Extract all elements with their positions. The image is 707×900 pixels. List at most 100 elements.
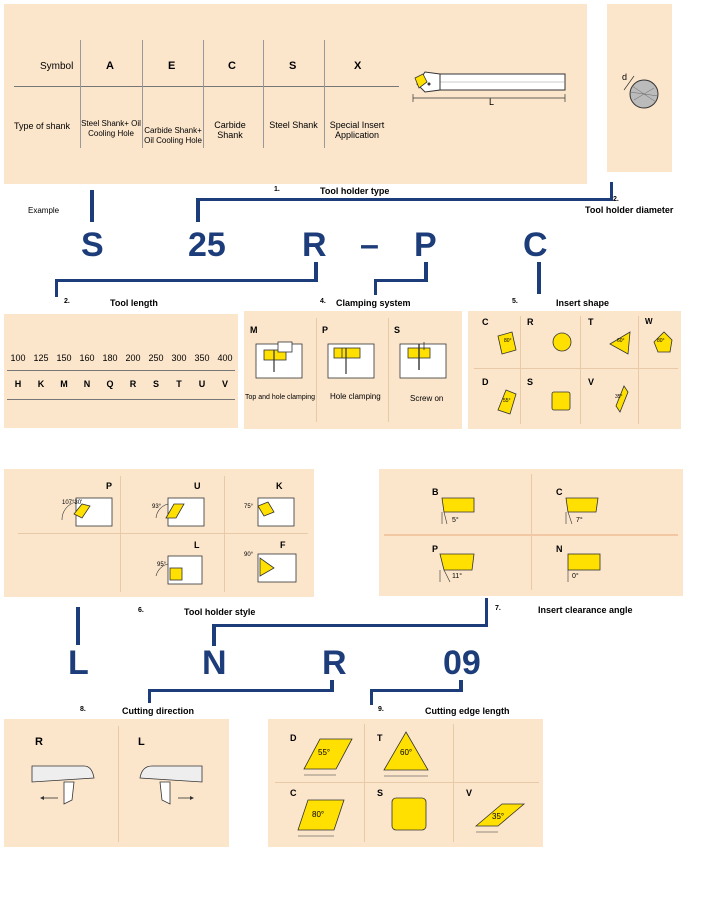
- clearance-code: C: [556, 487, 563, 497]
- code-segment-insert-shape: C: [523, 226, 548, 264]
- clearance-code: P: [432, 544, 439, 554]
- shank-table-hline: [14, 86, 399, 87]
- insert-d-shape: [497, 389, 517, 415]
- shank-col-divider: [203, 40, 204, 148]
- edge-length-code: T: [377, 733, 383, 743]
- holder-style-angle: 93°: [152, 504, 162, 510]
- edge-length-s-shape: [391, 797, 427, 831]
- connector: [424, 262, 428, 282]
- holder-style-angle: 95°: [157, 562, 167, 568]
- connector: [370, 689, 463, 692]
- clamping-code: P: [322, 325, 329, 335]
- section-title-tool-holder-style: Tool holder style: [184, 607, 256, 617]
- code-segment-direction: R: [322, 644, 347, 682]
- length-code: N: [83, 379, 91, 389]
- insert-v-shape: [615, 385, 629, 413]
- length-code: H: [14, 379, 22, 389]
- length-code: T: [176, 379, 182, 389]
- type-header: Type of shank: [14, 121, 71, 131]
- clearance-angle: 0°: [572, 573, 579, 580]
- insert-angle: 80°: [504, 338, 512, 344]
- insert-s-shape: [551, 391, 571, 411]
- connector: [610, 182, 613, 201]
- length-code: Q: [106, 379, 114, 389]
- shank-col-divider: [263, 40, 264, 148]
- shank-col-divider: [142, 40, 143, 148]
- clamping-caption: Hole clamping: [330, 392, 381, 401]
- insert-shape-code: W: [645, 317, 653, 326]
- length-code: V: [221, 379, 228, 389]
- direction-code: L: [138, 736, 145, 748]
- insert-shape-vline: [580, 316, 581, 424]
- holder-style-code: P: [106, 481, 113, 491]
- connector: [370, 689, 373, 705]
- insert-angle: 35°: [615, 394, 623, 400]
- section-num: 2.: [64, 298, 70, 305]
- clearance-code: B: [432, 487, 439, 497]
- shank-type: Steel Shank: [269, 120, 318, 130]
- code-segment-holder-style: L: [68, 644, 89, 682]
- edge-length-code: S: [377, 788, 384, 798]
- holder-style-angle: 90°: [244, 552, 254, 558]
- clamping-s-drawing: [399, 342, 447, 379]
- shank-symbol: X: [354, 60, 362, 72]
- connector: [196, 198, 200, 222]
- connector: [148, 689, 334, 692]
- holder-style-code: F: [280, 540, 286, 550]
- clamping-caption: Screw on: [410, 394, 444, 403]
- clamping-p-drawing: [327, 343, 375, 379]
- connector: [76, 607, 80, 645]
- holder-style-k: [257, 497, 295, 527]
- connector: [374, 279, 428, 282]
- insert-shape-vline: [520, 316, 521, 424]
- length-table-bottom-line: [7, 399, 235, 400]
- insert-w-shape: [653, 331, 673, 353]
- insert-shape-vline: [638, 316, 639, 424]
- section-num: 7.: [495, 605, 501, 612]
- insert-c-shape: [497, 331, 517, 355]
- direction-divider: [118, 726, 119, 842]
- tool-length-panel: [4, 314, 238, 428]
- insert-shape-code: D: [482, 377, 489, 387]
- insert-shape-code: C: [482, 317, 489, 327]
- insert-shape-code: T: [588, 317, 594, 327]
- insert-shape-hline: [474, 368, 678, 369]
- holder-style-f: [257, 553, 297, 583]
- clamping-m-drawing: [255, 341, 303, 379]
- edge-length-vline: [364, 724, 365, 842]
- edge-length-angle: 60°: [400, 748, 413, 757]
- connector: [55, 279, 318, 282]
- section-num: 4.: [320, 298, 326, 305]
- clearance-p: [439, 553, 475, 583]
- connector: [55, 279, 58, 297]
- insert-shape-code: R: [527, 317, 534, 327]
- holder-style-l: [155, 555, 203, 585]
- shank-col-divider: [324, 40, 325, 148]
- clearance-c: [565, 497, 599, 525]
- insert-angle: 60°: [617, 338, 625, 344]
- code-segment-diameter: 25: [188, 226, 226, 264]
- edge-length-v-shape: [474, 803, 526, 833]
- length-value: 160: [79, 353, 95, 363]
- shank-col-divider: [80, 40, 81, 148]
- length-code: M: [60, 379, 68, 389]
- clamping-divider: [316, 318, 317, 422]
- edge-length-d-shape: [303, 738, 353, 776]
- edge-length-angle: 55°: [318, 748, 331, 757]
- direction-right-drawing: [31, 765, 95, 805]
- shank-type: Carbide Shank+ Oil Cooling Hole: [144, 126, 202, 145]
- edge-length-angle: 35°: [492, 812, 505, 821]
- insert-angle: 55°: [503, 398, 511, 404]
- length-code: U: [198, 379, 206, 389]
- shank-symbol: C: [228, 60, 236, 72]
- edge-length-hline: [275, 782, 539, 783]
- connector: [212, 626, 216, 646]
- length-value: 100: [10, 353, 26, 363]
- connector: [459, 680, 463, 692]
- connector: [537, 262, 541, 294]
- length-value: 200: [125, 353, 141, 363]
- section-title-tool-holder-diameter: Tool holder diameter: [585, 205, 674, 215]
- code-segment-length: R: [302, 226, 327, 264]
- code-segment-clamping: P: [414, 226, 437, 264]
- example-label: Example: [28, 206, 60, 215]
